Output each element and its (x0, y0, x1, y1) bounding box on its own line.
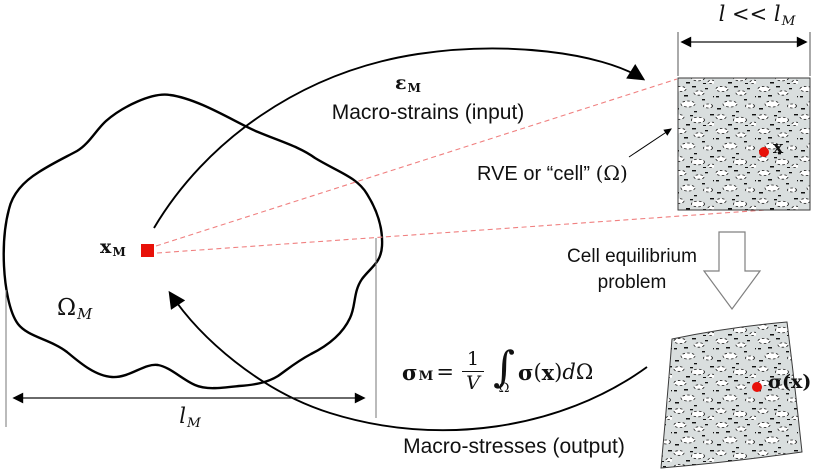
strain-symbol-label: εM (394, 72, 422, 96)
fraction-denominator: V (466, 372, 480, 395)
deformed-cell (660, 321, 803, 469)
rve-point-marker (759, 147, 769, 157)
zoom-line-top (155, 78, 678, 247)
macro-point-marker (141, 244, 154, 257)
macro-domain-label: ΩM (57, 295, 93, 324)
input-flow-arrow (153, 47, 646, 229)
integral-sign: ∫ (493, 341, 515, 391)
zoom-line-bottom (156, 206, 809, 254)
stress-point-marker (752, 382, 762, 392)
fraction-numerator: 1 (461, 349, 485, 373)
cell-size-dimension (677, 32, 811, 76)
cell-problem-caption: Cell equilibrium problem (567, 246, 697, 293)
macro-point-label: xM (100, 236, 126, 260)
rve-caption: RVE or “cell” (Ω) (477, 161, 628, 185)
macro-length-label: lM (179, 404, 201, 431)
rve-pointer-arrow (628, 128, 672, 158)
output-flow-arrow (168, 290, 648, 432)
strain-caption: Macro-strains (input) (331, 101, 525, 124)
macro-length-dimension (5, 238, 377, 427)
down-arrow (702, 231, 762, 311)
macro-body-outline (2, 93, 384, 390)
stress-point-label: σ(x) (768, 371, 812, 393)
stress-caption: Macro-stresses (output) (403, 435, 625, 458)
rve-cell (677, 77, 811, 211)
rve-point-label: x (773, 138, 784, 158)
cell-size-label: l << lM (718, 2, 796, 29)
